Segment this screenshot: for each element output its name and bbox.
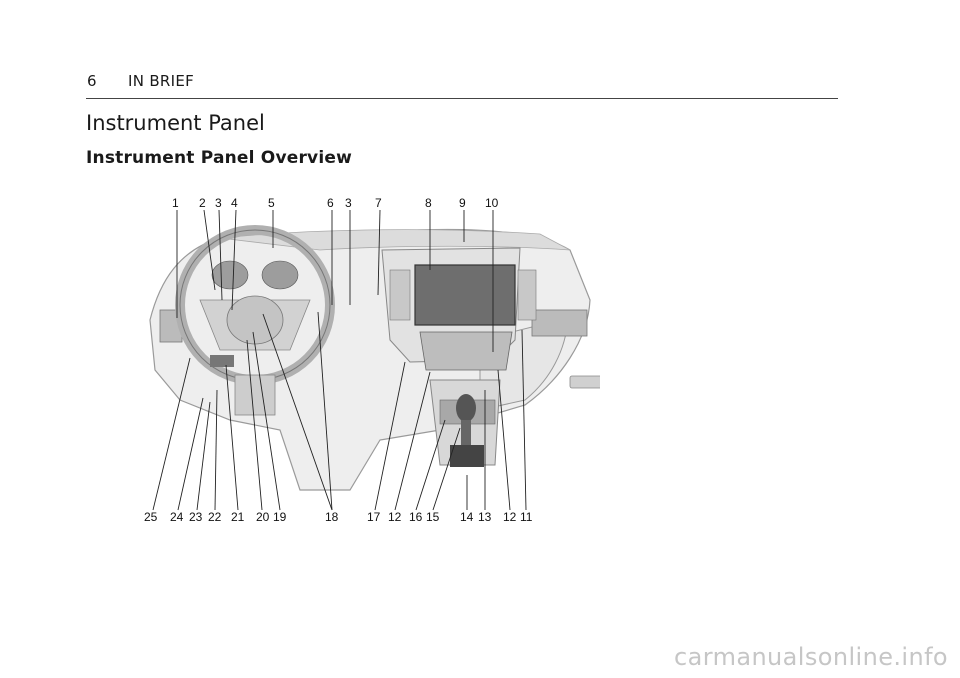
shift-lever xyxy=(461,420,471,450)
right-gauge xyxy=(261,260,299,290)
callout-label: 19 xyxy=(273,510,287,524)
glovebox-handle xyxy=(569,375,600,389)
center-right-vent xyxy=(517,269,537,321)
watermark: carmanualsonline.info xyxy=(674,643,948,671)
callout-label: 2 xyxy=(199,196,206,210)
callout-label: 17 xyxy=(367,510,381,524)
section-name: IN BRIEF xyxy=(128,72,195,90)
instrument-panel-illustration: 1 2 3 4 5 6 3 7 8 9 10 25 24 23 22 21 20… xyxy=(120,190,600,535)
subsection-title: Instrument Panel Overview xyxy=(86,148,352,168)
callout-label: 15 xyxy=(426,510,440,524)
callout-label: 18 xyxy=(325,510,339,524)
callout-label: 14 xyxy=(460,510,474,524)
callout-label: 6 xyxy=(327,196,334,210)
callout-label: 20 xyxy=(256,510,270,524)
callout-label: 3 xyxy=(215,196,222,210)
page-number: 6 xyxy=(87,72,97,90)
callout-label: 9 xyxy=(459,196,466,210)
callout-label: 24 xyxy=(170,510,184,524)
leader-lines xyxy=(152,209,527,511)
steering-column xyxy=(234,374,276,416)
header-divider xyxy=(86,98,838,99)
callout-label: 13 xyxy=(478,510,492,524)
right-air-vent xyxy=(531,309,588,337)
center-left-vent xyxy=(389,269,411,321)
callout-label: 1 xyxy=(172,196,179,210)
infotainment-screen xyxy=(414,264,516,326)
callout-label: 12 xyxy=(388,510,402,524)
callout-label: 16 xyxy=(409,510,423,524)
callout-label: 12 xyxy=(503,510,517,524)
lower-left-switches xyxy=(210,355,234,367)
callout-label: 23 xyxy=(189,510,203,524)
callout-label: 5 xyxy=(268,196,275,210)
callout-label: 8 xyxy=(425,196,432,210)
dashboard-drawing xyxy=(149,209,600,511)
climate-controls xyxy=(419,331,513,371)
left-gauge xyxy=(211,260,249,290)
callout-label: 4 xyxy=(231,196,238,210)
callout-label: 11 xyxy=(520,510,533,524)
callout-label: 7 xyxy=(375,196,382,210)
section-title: Instrument Panel xyxy=(86,111,265,135)
shift-boot xyxy=(450,445,484,467)
shift-knob xyxy=(456,394,476,422)
callout-label: 22 xyxy=(208,510,222,524)
airbag-cover xyxy=(226,295,284,345)
callout-label: 3 xyxy=(345,196,352,210)
callout-label: 10 xyxy=(485,196,499,210)
callout-label: 21 xyxy=(231,510,245,524)
callout-label: 25 xyxy=(144,510,158,524)
